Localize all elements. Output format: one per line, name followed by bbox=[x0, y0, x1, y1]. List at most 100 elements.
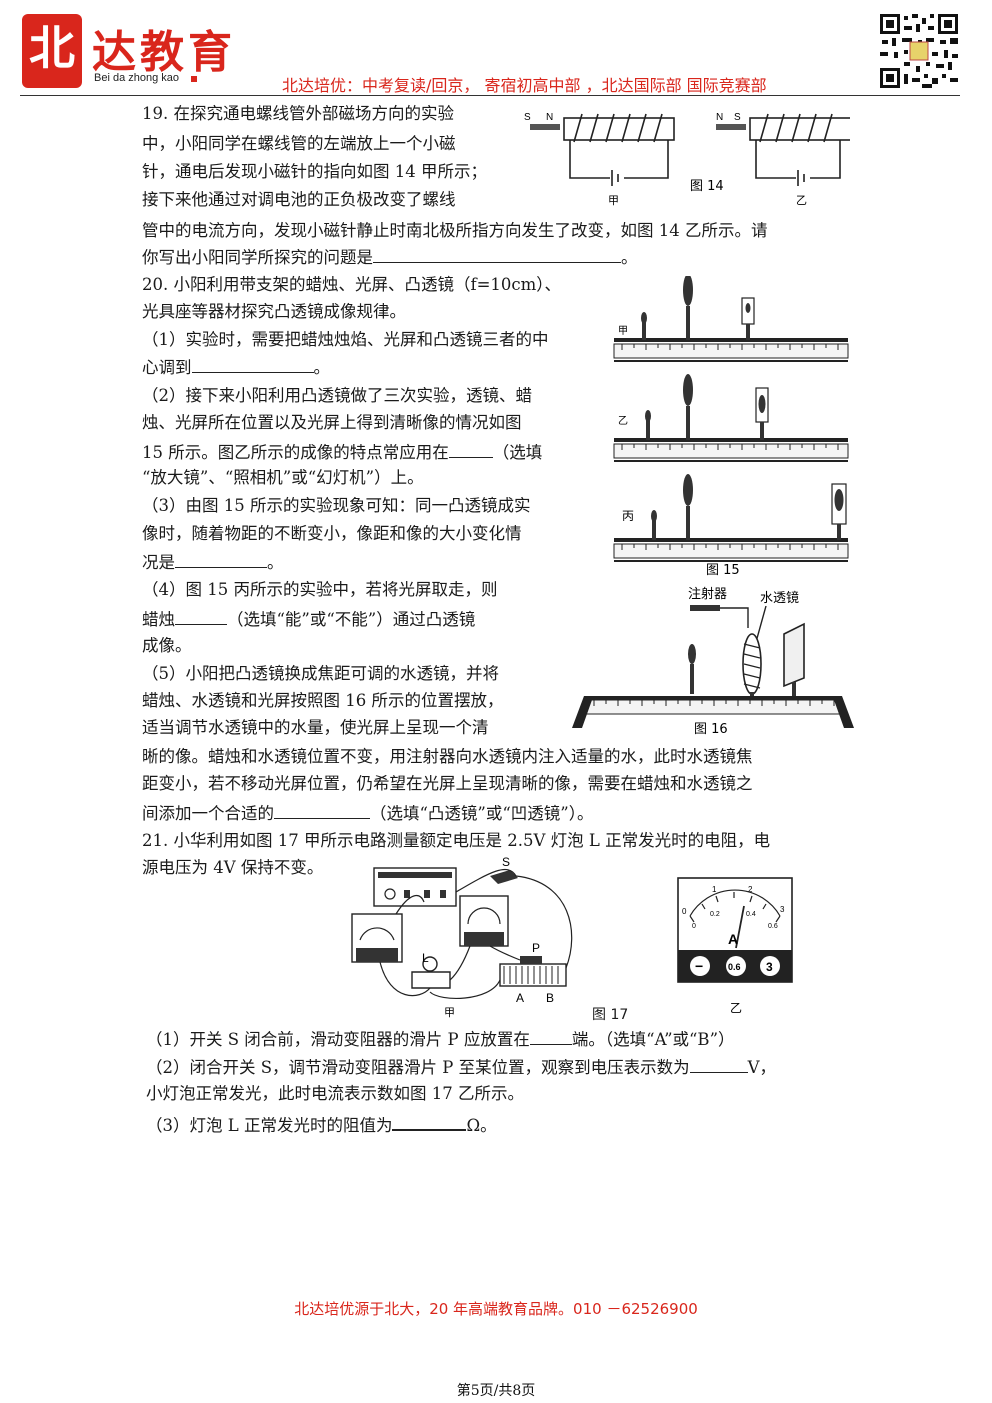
figure-17-yi-ammeter: 0 1 2 3 0 0.2 0.4 0.6 A − 0.6 3 乙 bbox=[677, 877, 793, 1015]
ammeter-bottom-3: 0.6 bbox=[768, 923, 778, 930]
fig14-yi-n: N bbox=[716, 112, 723, 123]
q20-line-7-text: 15 所示。图乙所示的成像的特点常应用在 bbox=[142, 443, 449, 462]
fig17-label-b: B bbox=[546, 991, 554, 1005]
q20-1-answer-blank[interactable] bbox=[191, 356, 314, 373]
q21-line-1: 21. 小华利用如图 17 甲所示电路测量额定电压是 2.5V 灯泡 L 正常发… bbox=[142, 831, 771, 850]
q21-line-4: （2）闭合开关 S，调节滑动变阻器滑片 P 至某位置，观察到电压表示数为 V， bbox=[146, 1056, 776, 1078]
ammeter-terminal-06: 0.6 bbox=[728, 962, 741, 972]
q20-line-7-tail: （选填 bbox=[492, 443, 543, 462]
q20-line-18: 晰的像。蜡烛和水透镜位置不变，用注射器向水透镜内注入适量的水，此时水透镜焦 bbox=[142, 747, 753, 766]
q20-line-5: （2）接下来小阳利用凸透镜做了三次实验，透镜、蜡 bbox=[142, 386, 532, 405]
q20-line-3: （1）实验时，需要把蜡烛烛焰、光屏和凸透镜三者的中 bbox=[142, 330, 549, 349]
fig17-label-s: S bbox=[502, 855, 510, 869]
qr-code-icon bbox=[878, 12, 960, 90]
fig15-caption: 图 15 bbox=[706, 563, 740, 576]
q20-5-answer-blank[interactable] bbox=[274, 802, 370, 819]
fig14-label-jia: 甲 bbox=[608, 194, 619, 207]
q20-line-19: 距变小，若不移动光屏位置，仍希望在光屏上呈现清晰的像，需要在蜡烛和水透镜之 bbox=[142, 774, 753, 793]
fig14-caption: 图 14 bbox=[690, 179, 724, 194]
fig17-label-p: P bbox=[532, 941, 540, 955]
fig17-label-yi: 乙 bbox=[730, 1001, 742, 1015]
q20-line-13-text: 蜡烛 bbox=[142, 610, 175, 629]
fig17-label-a: A bbox=[516, 991, 524, 1005]
q19-line-6-text: 你写出小阳同学所探究的问题是 bbox=[142, 248, 373, 267]
fig17-caption: 图 17 bbox=[592, 1007, 629, 1023]
q19-answer-blank[interactable] bbox=[373, 246, 621, 263]
q20-line-4-text: 心调到 bbox=[142, 358, 192, 377]
fig16-caption: 图 16 bbox=[694, 722, 728, 737]
q21-line-6-text: （3）灯泡 L 正常发光时的阻值为 bbox=[146, 1116, 393, 1135]
q21-line-3: （1）开关 S 闭合前，滑动变阻器的滑片 P 应放置在 端。（选填“A”或“B”） bbox=[146, 1028, 735, 1050]
fig16-syringe-label: 注射器 bbox=[688, 586, 727, 602]
q19-line-2: 中，小阳同学在螺线管的左端放上一个小磁 bbox=[142, 134, 456, 153]
q19-line-1: 19. 在探究通电螺线管外部磁场方向的实验 bbox=[142, 104, 454, 123]
q20-line-7: 15 所示。图乙所示的成像的特点常应用在 （选填 bbox=[142, 441, 542, 463]
ammeter-top-2: 2 bbox=[748, 885, 753, 894]
q20-4-answer-blank[interactable] bbox=[175, 608, 227, 625]
q21-line-6-tail: Ω。 bbox=[466, 1116, 497, 1135]
ammeter-unit: A bbox=[728, 931, 738, 947]
q20-line-15: （5）小阳把凸透镜换成焦距可调的水透镜，并将 bbox=[142, 664, 499, 683]
fig15-label-bing: 丙 bbox=[622, 509, 634, 523]
ammeter-top-3: 3 bbox=[780, 905, 785, 914]
logo-badge bbox=[22, 14, 82, 88]
q20-line-16: 蜡烛、水透镜和光屏按照图 16 所示的位置摆放， bbox=[142, 691, 504, 710]
q21-3-answer-blank[interactable] bbox=[392, 1113, 467, 1131]
q21-line-4-tail: V， bbox=[747, 1058, 777, 1077]
q19-line-5: 管中的电流方向，发现小磁针静止时南北极所指方向发生了改变，如图 14 乙所示。请 bbox=[142, 221, 768, 240]
q20-line-20-text: 间添加一个合适的 bbox=[142, 804, 274, 823]
q20-line-20-tail: （选填“凸透镜”或“凹透镜”）。 bbox=[370, 804, 594, 823]
q21-line-3-text: （1）开关 S 闭合前，滑动变阻器的滑片 P 应放置在 bbox=[146, 1030, 530, 1049]
footer-slogan: 北达培优源于北大，20 年高端教育品牌。010 －62526900 bbox=[294, 1300, 698, 1318]
ammeter-bottom-1: 0.2 bbox=[710, 911, 720, 918]
q20-line-14: 成像。 bbox=[142, 636, 192, 655]
fig15-label-yi: 乙 bbox=[618, 415, 628, 427]
header-divider bbox=[20, 95, 960, 96]
q21-line-4-text: （2）闭合开关 S，调节滑动变阻器滑片 P 至某位置，观察到电压表示数为 bbox=[146, 1058, 690, 1077]
q20-line-4: 心调到。 bbox=[142, 356, 330, 377]
q20-line-1: 20. 小阳利用带支架的蜡烛、光屏、凸透镜（f=10cm）、 bbox=[142, 275, 562, 294]
q20-line-10: 像时，随着物距的不断变小，像距和像的大小变化情 bbox=[142, 524, 522, 543]
q20-line-20: 间添加一个合适的 （选填“凸透镜”或“凹透镜”）。 bbox=[142, 802, 594, 824]
q20-line-9: （3）由图 15 所示的实验现象可知：同一凸透镜成实 bbox=[142, 496, 531, 515]
figure-16: 注射器 水透镜 图 16 bbox=[572, 586, 854, 737]
q21-line-5: 小灯泡正常发光，此时电流表示数如图 17 乙所示。 bbox=[146, 1084, 524, 1103]
ammeter-terminal-minus: − bbox=[695, 958, 703, 974]
ammeter-top-0: 0 bbox=[682, 907, 687, 916]
q20-line-12: （4）图 15 丙所示的实验中，若将光屏取走，则 bbox=[142, 580, 498, 599]
q20-2-answer-blank[interactable] bbox=[448, 441, 493, 458]
fig17-label-l: L bbox=[422, 951, 429, 965]
header-tagline: 北达培优：中考复读/回京， 寄宿初高中部 ，北达国际部 国际竞赛部 bbox=[282, 76, 767, 95]
q20-line-11-text: 况是 bbox=[142, 553, 175, 572]
brand-dot bbox=[191, 76, 197, 82]
q21-line-6: （3）灯泡 L 正常发光时的阻值为 Ω。 bbox=[146, 1113, 497, 1136]
q20-line-6: 烛、光屏所在位置以及光屏上得到清晰像的情况如图 bbox=[142, 413, 522, 432]
q19-line-3: 针，通电后发现小磁针的指向如图 14 甲所示； bbox=[142, 162, 487, 181]
q20-3-answer-blank[interactable] bbox=[175, 551, 267, 568]
ammeter-top-1: 1 bbox=[712, 885, 717, 894]
q21-1-answer-blank[interactable] bbox=[529, 1028, 572, 1045]
fig17-label-jia: 甲 bbox=[444, 1006, 455, 1019]
fig14-jia-n: N bbox=[546, 112, 553, 123]
q20-line-17: 适当调节水透镜中的水量，使光屏上呈现一个清 bbox=[142, 718, 489, 737]
q21-2-answer-blank[interactable] bbox=[689, 1056, 748, 1073]
q20-line-13: 蜡烛 （选填“能”或“不能”）通过凸透镜 bbox=[142, 608, 475, 630]
q19-line-6: 你写出小阳同学所探究的问题是。 bbox=[142, 246, 638, 267]
q21-line-2: 源电压为 4V 保持不变。 bbox=[142, 858, 324, 877]
ammeter-terminal-3: 3 bbox=[766, 960, 773, 974]
q20-line-11: 况是。 bbox=[142, 551, 284, 572]
fig15-label-jia: 甲 bbox=[618, 326, 628, 337]
fig16-lens-label: 水透镜 bbox=[760, 591, 799, 606]
logo-char: 北 bbox=[29, 21, 75, 75]
q20-line-2: 光具座等器材探究凸透镜成像规律。 bbox=[142, 302, 406, 321]
figure-17-jia: S P L A B 甲 bbox=[351, 855, 573, 1019]
brand-subtitle: Bei da zhong kao bbox=[94, 72, 180, 84]
figure-14: S N N S 甲 乙 图 14 bbox=[524, 112, 850, 207]
brand-name: 达教育 bbox=[92, 27, 236, 78]
figure-15: 甲 乙 丙 图 15 bbox=[613, 276, 849, 576]
fig14-yi-s: S bbox=[734, 112, 741, 123]
ammeter-bottom-0: 0 bbox=[692, 923, 696, 930]
ammeter-bottom-2: 0.4 bbox=[746, 911, 756, 918]
q21-line-3-tail: 端。（选填“A”或“B”） bbox=[571, 1030, 735, 1049]
q20-line-13-tail: （选填“能”或“不能”）通过凸透镜 bbox=[227, 610, 476, 629]
